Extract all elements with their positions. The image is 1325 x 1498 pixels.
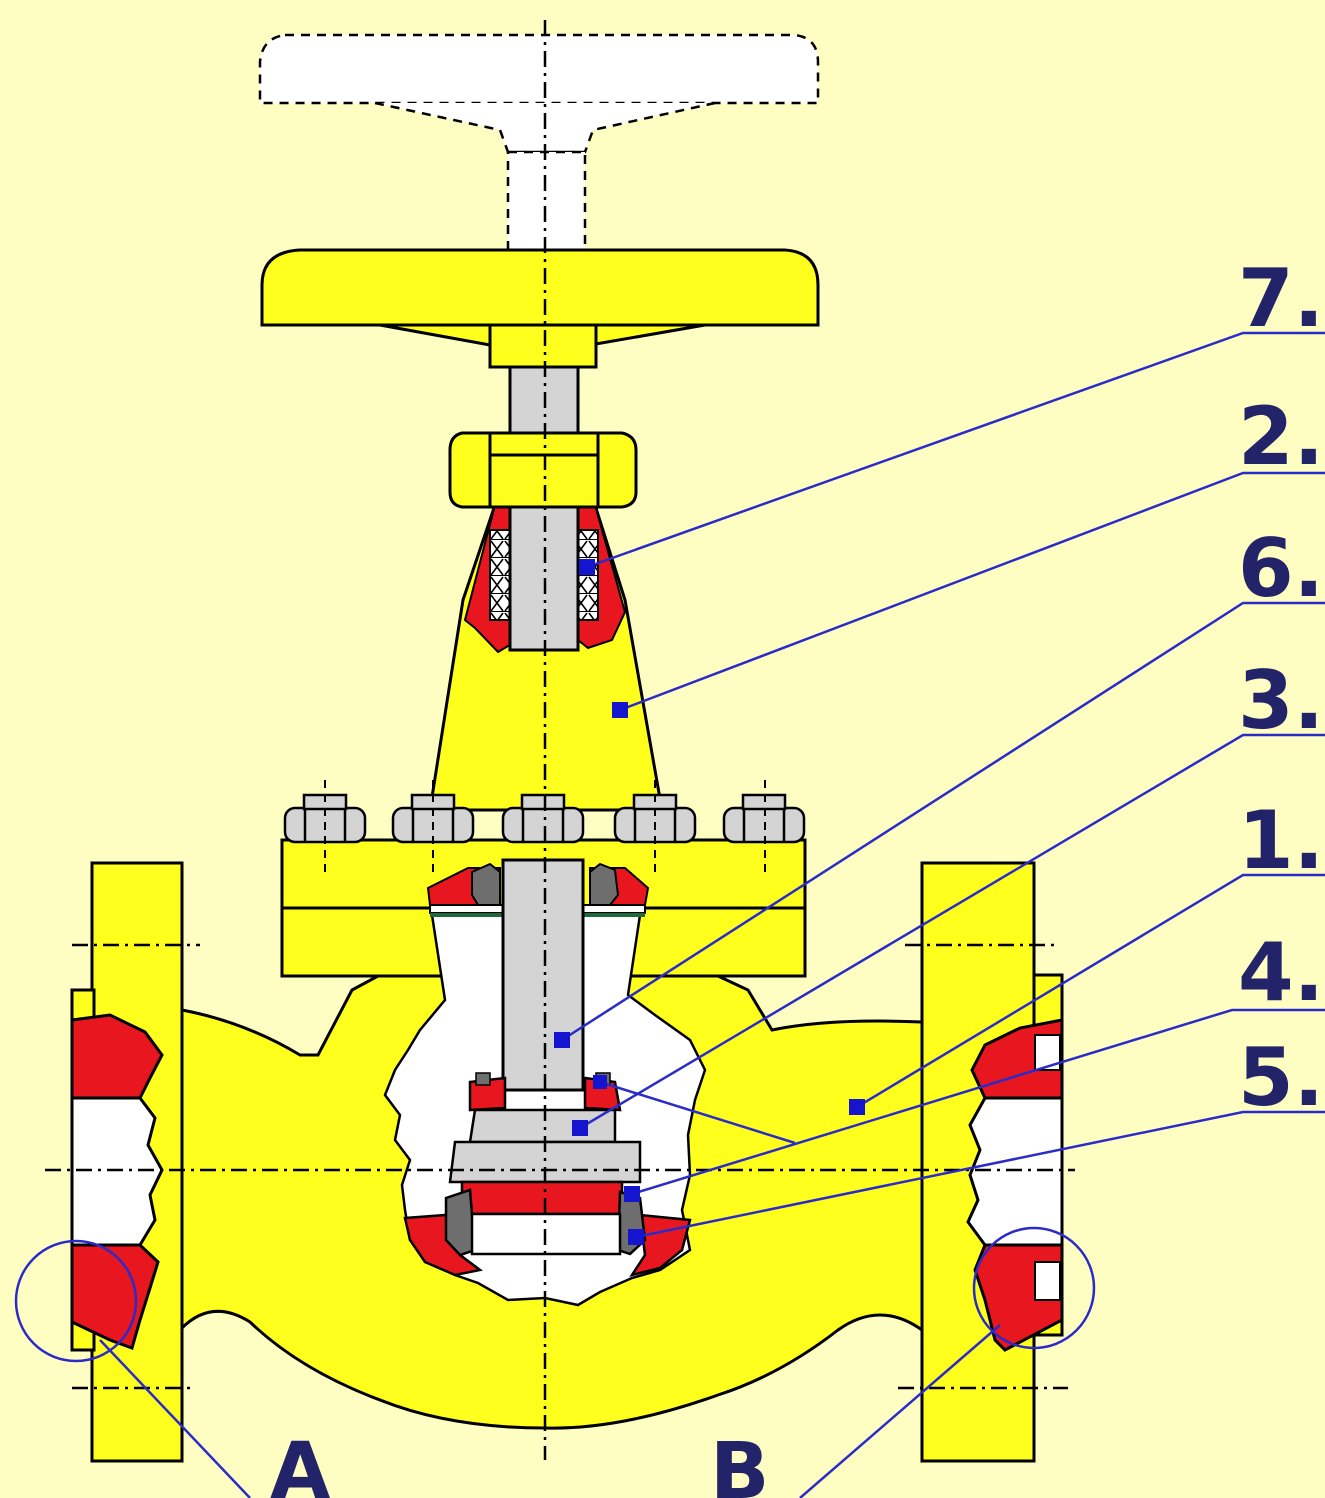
callout-5: 5. xyxy=(1238,1031,1324,1124)
callout-6: 6. xyxy=(1238,522,1324,615)
callout-2: 2. xyxy=(1238,390,1324,483)
detail-circle-b xyxy=(972,1226,1096,1350)
right-end-flange xyxy=(920,861,1064,1463)
detail-circle-a xyxy=(14,1239,138,1363)
gland-nut xyxy=(448,431,638,509)
callout-7: 7. xyxy=(1238,252,1324,345)
leader-lines xyxy=(99,331,1325,1498)
detail-label-a: A xyxy=(270,1427,330,1498)
marker-6 xyxy=(554,1032,570,1048)
bolt-nut xyxy=(283,793,367,844)
marker-3 xyxy=(572,1120,588,1136)
centre-lines xyxy=(45,20,1075,1460)
handwheel-open-ghost xyxy=(258,33,820,254)
marker-5 xyxy=(628,1229,644,1245)
left-end-flange xyxy=(70,861,184,1463)
marker-2 xyxy=(612,702,628,718)
leader-markers xyxy=(554,559,865,1245)
marker-1 xyxy=(849,1099,865,1115)
stem-lower xyxy=(501,858,585,1092)
marker-seat-top xyxy=(593,1075,607,1089)
marker-4 xyxy=(624,1186,640,1202)
disc-assembly xyxy=(448,1072,642,1216)
marker-7 xyxy=(579,559,595,575)
bolt-nut xyxy=(501,793,585,844)
callout-3: 3. xyxy=(1238,654,1324,747)
callout-1: 1. xyxy=(1238,794,1324,887)
callout-4: 4. xyxy=(1238,926,1324,1019)
gland-packing xyxy=(489,529,599,621)
bolt-nut xyxy=(722,793,806,844)
detail-label-b: B xyxy=(710,1427,769,1498)
handwheel xyxy=(260,248,820,369)
bolt-centre-lines xyxy=(324,780,766,875)
